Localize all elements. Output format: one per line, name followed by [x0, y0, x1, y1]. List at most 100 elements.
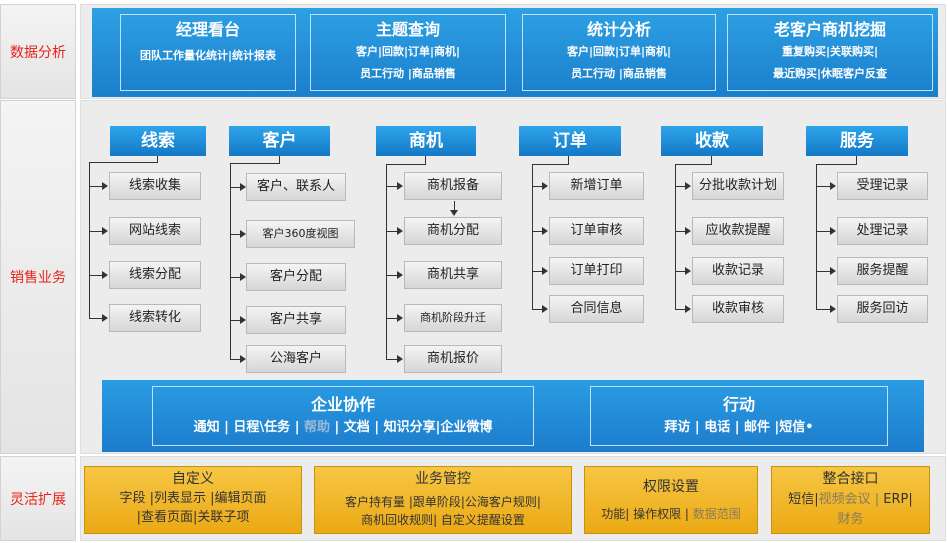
connector: [157, 156, 158, 162]
arrow: [542, 182, 548, 190]
opportunity-item[interactable]: 商机共享: [404, 261, 502, 289]
connector: [532, 164, 533, 310]
connector: [89, 186, 103, 187]
connector: [386, 318, 398, 319]
category-leads[interactable]: 线索: [110, 126, 206, 156]
customer-item[interactable]: 客户分配: [246, 263, 346, 291]
leads-item[interactable]: 线索转化: [109, 304, 201, 332]
arrow: [685, 267, 691, 275]
category-payments[interactable]: 收款: [661, 126, 763, 156]
integration-box[interactable]: 整合接口 短信|视频会议 | ERP| 财务: [771, 466, 930, 534]
arrow: [397, 227, 403, 235]
service-item[interactable]: 服务回访: [837, 295, 928, 323]
arrow: [685, 182, 691, 190]
connector: [816, 164, 817, 310]
order-item[interactable]: 合同信息: [549, 295, 644, 323]
arrow: [542, 267, 548, 275]
customer-item[interactable]: 客户360度视图: [246, 220, 355, 248]
category-service[interactable]: 服务: [806, 126, 908, 156]
connector: [89, 231, 103, 232]
opportunity-item[interactable]: 商机阶段升迁: [404, 304, 502, 332]
arrow: [240, 230, 246, 238]
connector: [230, 163, 231, 360]
connector: [675, 164, 676, 310]
leads-item[interactable]: 线索分配: [109, 261, 201, 289]
category-customers[interactable]: 客户: [229, 126, 330, 156]
arrow: [397, 271, 403, 279]
connector: [675, 164, 712, 165]
arrow: [685, 227, 691, 235]
leads-item[interactable]: 网站线索: [109, 217, 201, 245]
connector: [532, 309, 543, 310]
connector: [568, 156, 569, 164]
service-item[interactable]: 受理记录: [837, 172, 928, 200]
arrow: [542, 227, 548, 235]
connector: [230, 320, 241, 321]
category-orders[interactable]: 订单: [519, 126, 621, 156]
old-customer-mining-box[interactable]: 老客户商机挖掘 重复购买|关联购买| 最近购买|休眠客户反查: [727, 14, 933, 91]
connector: [856, 156, 857, 164]
leads-item[interactable]: 线索收集: [109, 172, 201, 200]
enterprise-collab-box[interactable]: 企业协作 通知 | 日程\任务 | 帮助 | 文档 | 知识分享|企业微博: [152, 386, 534, 446]
arrow: [102, 271, 108, 279]
action-box[interactable]: 行动 拜访 | 电话 | 邮件 |短信•: [590, 386, 888, 446]
enterprise-collab-features: 通知 | 日程\任务 | 帮助 | 文档 | 知识分享|企业微博: [193, 420, 493, 435]
connector: [386, 231, 398, 232]
arrow: [240, 355, 246, 363]
side-label-extend: 灵活扩展: [0, 456, 76, 541]
connector: [279, 156, 280, 163]
connector: [675, 186, 686, 187]
service-item[interactable]: 处理记录: [837, 217, 928, 245]
order-item[interactable]: 新增订单: [549, 172, 644, 200]
side-label-analysis: 数据分析: [0, 4, 76, 99]
connector: [230, 234, 241, 235]
connector: [89, 162, 90, 319]
connector: [230, 359, 241, 360]
order-item[interactable]: 订单打印: [549, 257, 644, 285]
collaboration-panel: 企业协作 通知 | 日程\任务 | 帮助 | 文档 | 知识分享|企业微博 行动…: [102, 380, 924, 452]
customer-item[interactable]: 客户、联系人: [246, 173, 346, 201]
opportunity-item[interactable]: 商机分配: [404, 217, 502, 245]
permission-box[interactable]: 权限设置 功能| 操作权限 | 数据范围: [584, 466, 758, 534]
connector: [386, 164, 426, 165]
opportunity-item[interactable]: 商机报备: [404, 172, 502, 200]
connector: [386, 275, 398, 276]
manager-dashboard-box[interactable]: 经理看台 团队工作量化统计|统计报表: [120, 14, 296, 91]
customer-item[interactable]: 公海客户: [246, 345, 346, 373]
customer-item[interactable]: 客户共享: [246, 306, 346, 334]
statistics-box[interactable]: 统计分析 客户|回款|订单|商机| 员工行动 |商品销售: [522, 14, 716, 91]
arrow: [102, 182, 108, 190]
connector: [532, 164, 569, 165]
connector: [532, 186, 543, 187]
custom-box[interactable]: 自定义 字段 |列表显示 |编辑页面 |查看页面|关联子项: [84, 466, 302, 534]
arrow: [397, 355, 403, 363]
payment-item[interactable]: 收款记录: [692, 257, 784, 285]
connector: [675, 271, 686, 272]
side-label-sales: 销售业务: [0, 100, 76, 454]
connector: [89, 318, 103, 319]
connector: [386, 186, 398, 187]
topic-query-box[interactable]: 主题查询 客户|回款|订单|商机| 员工行动 |商品销售: [310, 14, 506, 91]
arrow: [397, 314, 403, 322]
service-item[interactable]: 服务提醒: [837, 257, 928, 285]
arrow: [830, 267, 836, 275]
connector: [386, 359, 398, 360]
connector: [816, 164, 857, 165]
connector: [230, 277, 241, 278]
arrow: [240, 316, 246, 324]
payment-item[interactable]: 应收款提醒: [692, 217, 784, 245]
order-item[interactable]: 订单审核: [549, 217, 644, 245]
business-control-box[interactable]: 业务管控 客户持有量 |跟单阶段|公海客户规则| 商机回收规则| 自定义提醒设置: [314, 466, 572, 534]
arrow: [830, 182, 836, 190]
arrow: [830, 305, 836, 313]
arrow: [240, 183, 246, 191]
payment-item[interactable]: 收款审核: [692, 295, 784, 323]
opportunity-item[interactable]: 商机报价: [404, 345, 502, 373]
category-opportunities[interactable]: 商机: [376, 126, 476, 156]
arrow: [542, 305, 548, 313]
arrow: [397, 182, 403, 190]
payment-item[interactable]: 分批收款计划: [692, 172, 784, 200]
connector: [89, 275, 103, 276]
connector: [454, 201, 455, 211]
arrow-down: [450, 210, 458, 216]
